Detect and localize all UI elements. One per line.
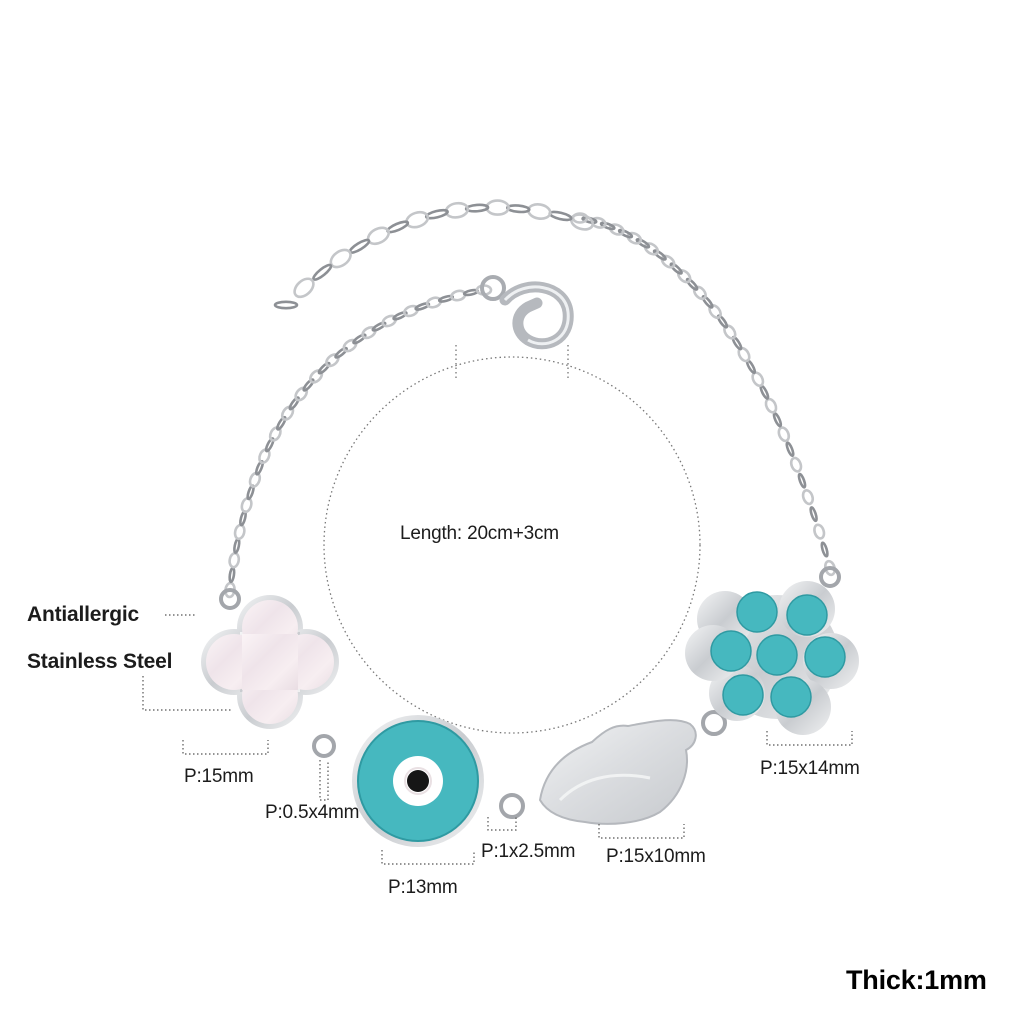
chain-link — [294, 386, 309, 402]
chain-link — [785, 441, 795, 458]
chain-link — [759, 384, 770, 400]
chain-link — [352, 333, 367, 345]
chain-link — [302, 378, 315, 392]
chain-link — [716, 314, 729, 329]
chain-link — [342, 338, 358, 353]
hamsa-size-label: P:15x10mm — [606, 846, 706, 867]
chain — [224, 199, 837, 599]
chain-link — [280, 405, 295, 421]
chain-link — [424, 208, 449, 220]
chain-link — [685, 277, 699, 291]
chain-link — [626, 231, 643, 245]
chain-link — [772, 411, 783, 428]
chain-link — [608, 223, 625, 236]
ring-size-label: P:0.5x4mm — [265, 802, 360, 823]
flower-size-label: P:15x14mm — [760, 758, 860, 779]
chain-link — [414, 302, 431, 311]
chain-link — [764, 397, 778, 414]
evil-eye-charm-icon — [352, 715, 525, 847]
chain-link — [777, 426, 791, 443]
chain-link — [809, 506, 818, 523]
chain-link — [273, 300, 299, 310]
chain-link — [635, 237, 651, 249]
dimension-marks — [142, 614, 853, 865]
lobster-clasp-icon — [480, 275, 574, 350]
eye-size-label: P:13mm — [388, 877, 458, 898]
hamsa-hand-charm-icon — [538, 710, 727, 825]
chain-link — [701, 295, 714, 309]
chain-link — [288, 396, 300, 411]
length-indicator — [323, 345, 701, 734]
thickness-label: Thick:1mm — [846, 965, 987, 995]
chain-link — [361, 325, 377, 340]
chain-link — [254, 459, 265, 476]
chain-link — [548, 210, 573, 222]
chain-link — [293, 277, 315, 299]
chain-link — [789, 456, 803, 473]
chain-link — [485, 199, 510, 216]
chain-link — [527, 203, 552, 220]
chain-link — [813, 523, 826, 540]
chain-link — [643, 242, 660, 256]
chain-link — [264, 437, 275, 453]
chain-link — [381, 314, 398, 328]
shell-clover-charm-icon — [201, 588, 339, 758]
material-label-line1: Antiallergic — [27, 603, 139, 626]
chain-link — [660, 254, 676, 269]
chain-link — [317, 361, 331, 375]
clover-size-label: P:15mm — [184, 766, 254, 787]
chain-link — [617, 228, 634, 239]
chain-link — [233, 537, 241, 554]
chain-link — [669, 262, 683, 275]
chain-link — [228, 551, 241, 569]
chain-link — [325, 353, 340, 368]
chain-link — [334, 346, 348, 359]
chain-link — [312, 263, 333, 281]
chain-link — [820, 541, 829, 558]
chain-link — [392, 311, 408, 321]
chain-link — [233, 523, 246, 541]
chain-link — [308, 369, 324, 384]
chain-link — [240, 496, 253, 514]
chain-link — [506, 204, 531, 214]
chain-link — [652, 249, 667, 261]
chain-link — [348, 238, 371, 254]
chain-link — [801, 489, 815, 506]
chain-link — [371, 321, 387, 332]
chain-link — [275, 415, 287, 431]
chain-link — [464, 203, 490, 213]
length-label: Length: 20cm+3cm — [400, 523, 559, 544]
material-label-line2: Stainless Steel — [27, 650, 173, 673]
chain-link — [676, 269, 692, 284]
chain-link — [444, 201, 470, 219]
chain-link — [228, 566, 236, 584]
chain-link — [692, 285, 707, 301]
turquoise-flower-charm-icon — [685, 566, 859, 735]
chain-link — [797, 472, 807, 489]
link-size-label: P:1x2.5mm — [481, 841, 576, 862]
chain-link — [405, 210, 430, 229]
chain-link — [599, 221, 616, 231]
